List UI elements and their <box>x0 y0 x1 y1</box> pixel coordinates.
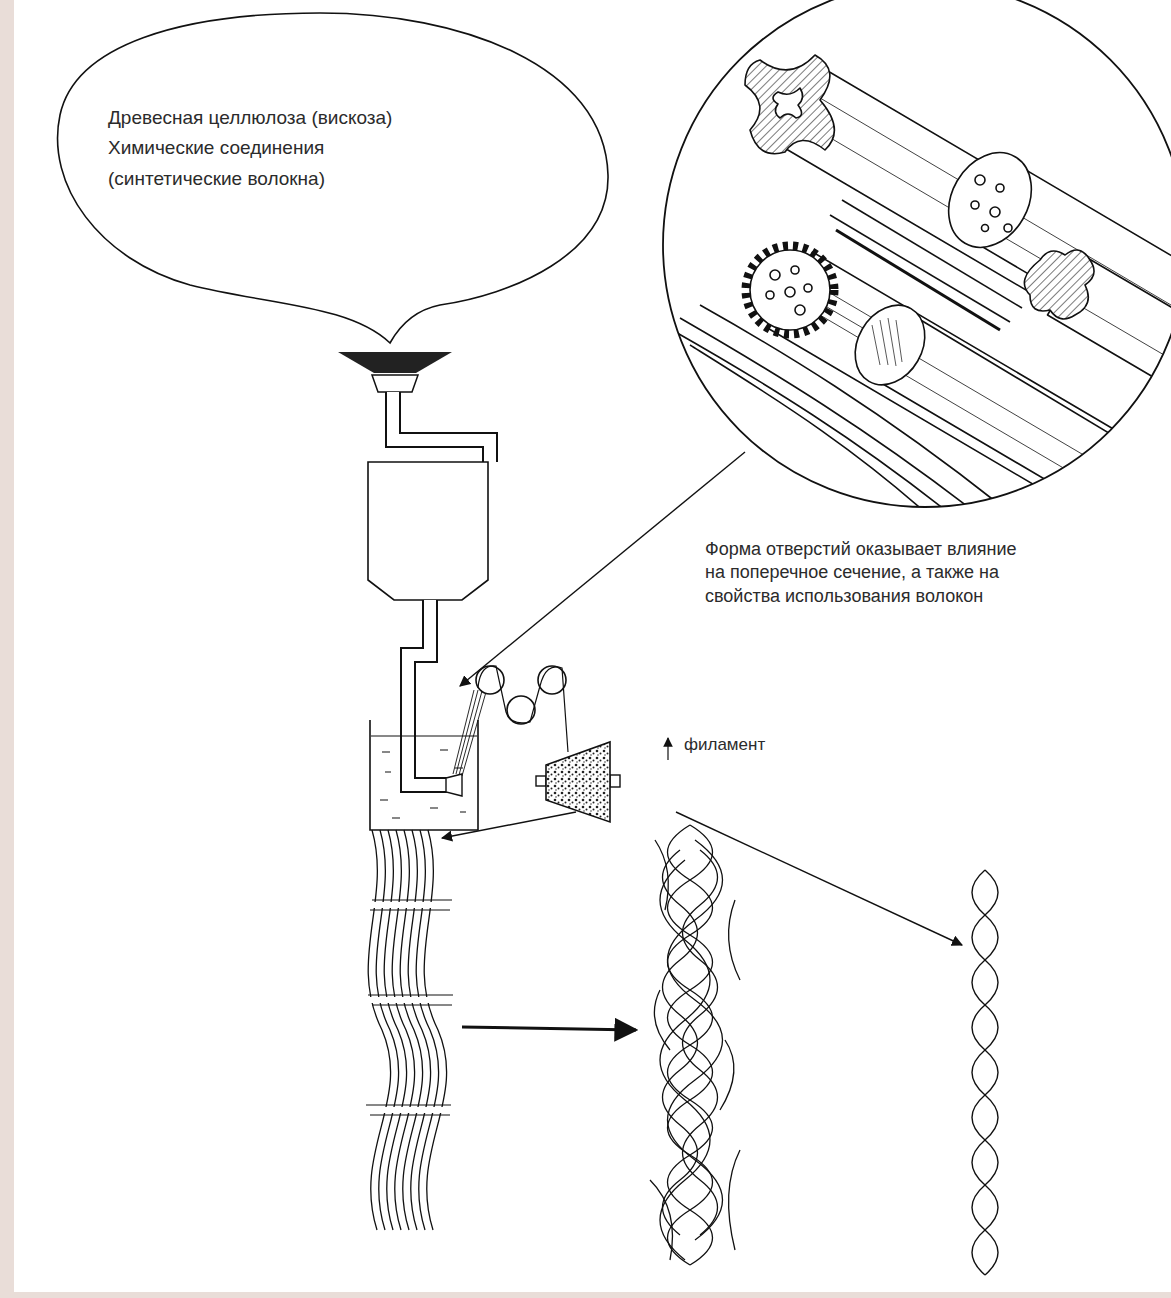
cloud-shape <box>58 13 608 343</box>
callout-label-box: филамент <box>684 734 765 756</box>
callout-label: филамент <box>684 734 765 756</box>
source-label: Древесная целлюлоза (вискоза) <box>108 103 418 133</box>
source-label: Химические соединения (синтетические вол… <box>108 133 358 194</box>
source-cloud: Древесная целлюлоза (вискоза)Химические … <box>40 5 620 350</box>
note-text-box: Форма отверстий оказывает влияние на поп… <box>705 538 1020 608</box>
note-text: Форма отверстий оказывает влияние на поп… <box>705 538 1020 608</box>
node-text-group: Древесная целлюлоза (вискоза)Химические … <box>108 103 418 194</box>
